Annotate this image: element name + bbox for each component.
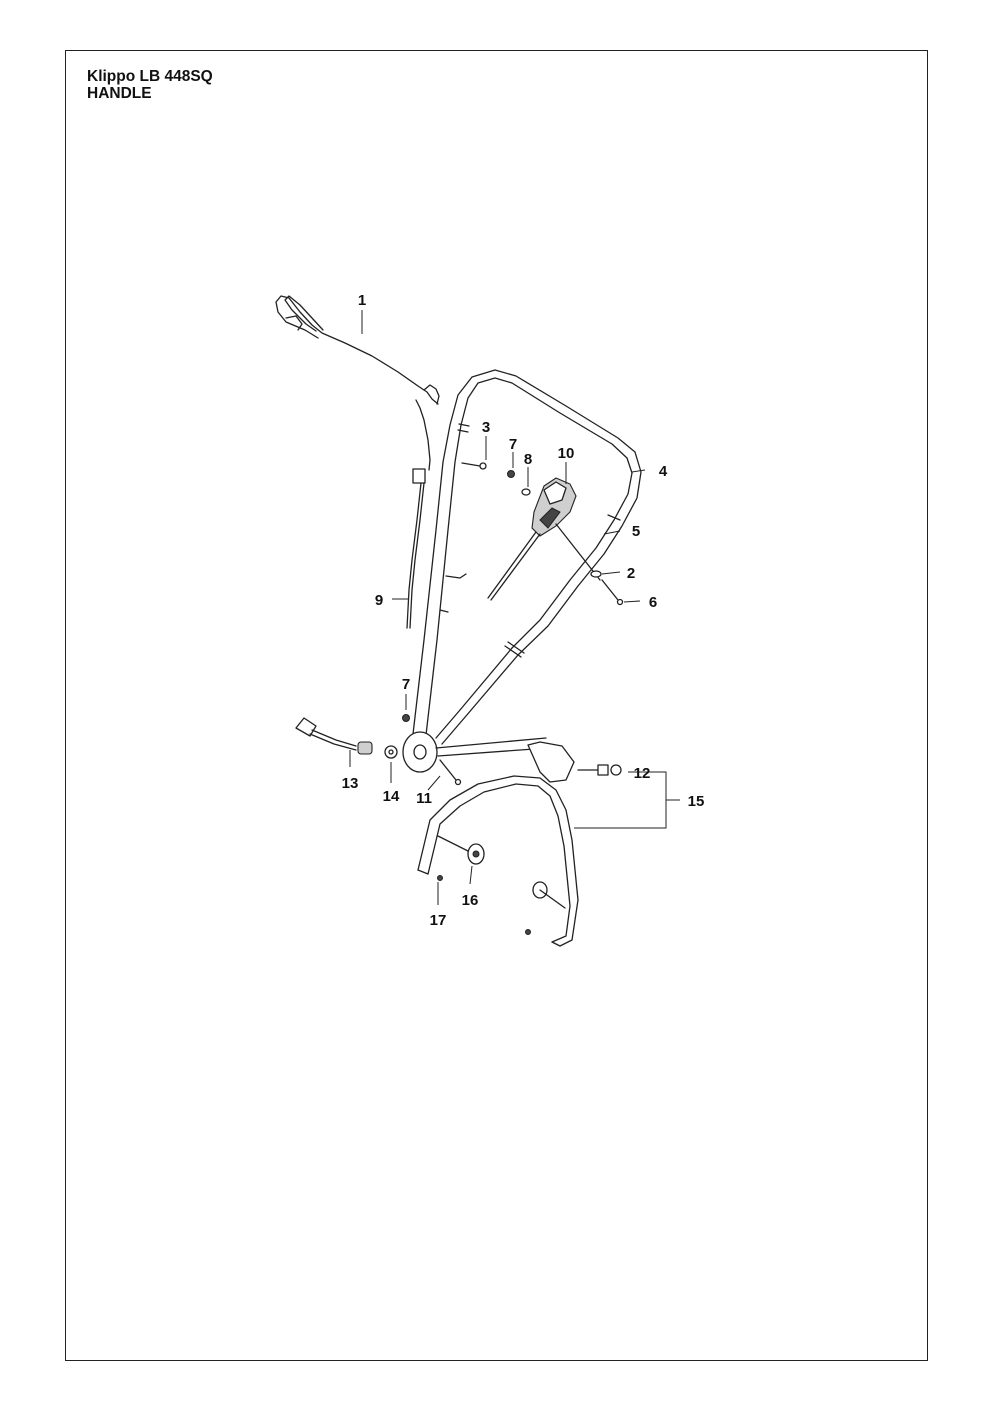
- callout-11: 11: [416, 790, 432, 807]
- callout-13: 13: [342, 775, 359, 792]
- part-17-screw: [437, 875, 531, 935]
- part-7-nut-upper: [507, 470, 515, 478]
- callout-14: 14: [383, 788, 400, 805]
- callout-7-upper: 7: [509, 436, 517, 453]
- callout-7-lower: 7: [402, 676, 410, 693]
- callout-10: 10: [558, 445, 575, 462]
- part-14-washer: [384, 745, 398, 759]
- page-title: Klippo LB 448SQ HANDLE: [87, 68, 213, 102]
- part-11-bolt: [439, 759, 462, 786]
- leader-lines: [349, 310, 680, 905]
- callout-15: 15: [688, 793, 705, 810]
- callout-1: 1: [358, 292, 366, 309]
- model-name: Klippo LB 448SQ: [87, 68, 213, 85]
- callout-labels: 1 3 7 8 10 4 5 2 6 9 7 13 14 11 12 15 16…: [342, 292, 705, 929]
- part-12-bolt-nut: [577, 764, 622, 776]
- part-16-washer: [437, 835, 566, 909]
- part-2-washer: [590, 570, 602, 578]
- part-6-bolt: [601, 579, 624, 606]
- callout-8: 8: [524, 451, 532, 468]
- callout-5: 5: [632, 523, 640, 540]
- pivot-disc: [402, 731, 549, 773]
- part-5-lower-handle: [435, 641, 525, 745]
- part-7-nut-lower: [402, 714, 410, 722]
- callout-2: 2: [627, 565, 635, 582]
- callout-12: 12: [634, 765, 651, 782]
- callout-17: 17: [430, 912, 447, 929]
- callout-3: 3: [482, 419, 490, 436]
- callout-9: 9: [375, 592, 383, 609]
- part-4-upper-handle: [412, 369, 642, 736]
- part-10-throttle-lever: [487, 477, 601, 601]
- part-8-washer: [521, 488, 531, 496]
- part-15-lower-frame: [417, 741, 579, 947]
- callout-4: 4: [659, 463, 668, 480]
- part-3-screw: [461, 462, 487, 470]
- callout-16: 16: [462, 892, 479, 909]
- callout-6: 6: [649, 594, 657, 611]
- section-name: HANDLE: [87, 85, 152, 102]
- page-frame: [65, 50, 928, 1361]
- cable-clip: [439, 573, 467, 613]
- part-1-control-bail: [275, 295, 440, 405]
- part-13-adjust-knob: [295, 717, 373, 755]
- part-9-cable: [406, 399, 431, 629]
